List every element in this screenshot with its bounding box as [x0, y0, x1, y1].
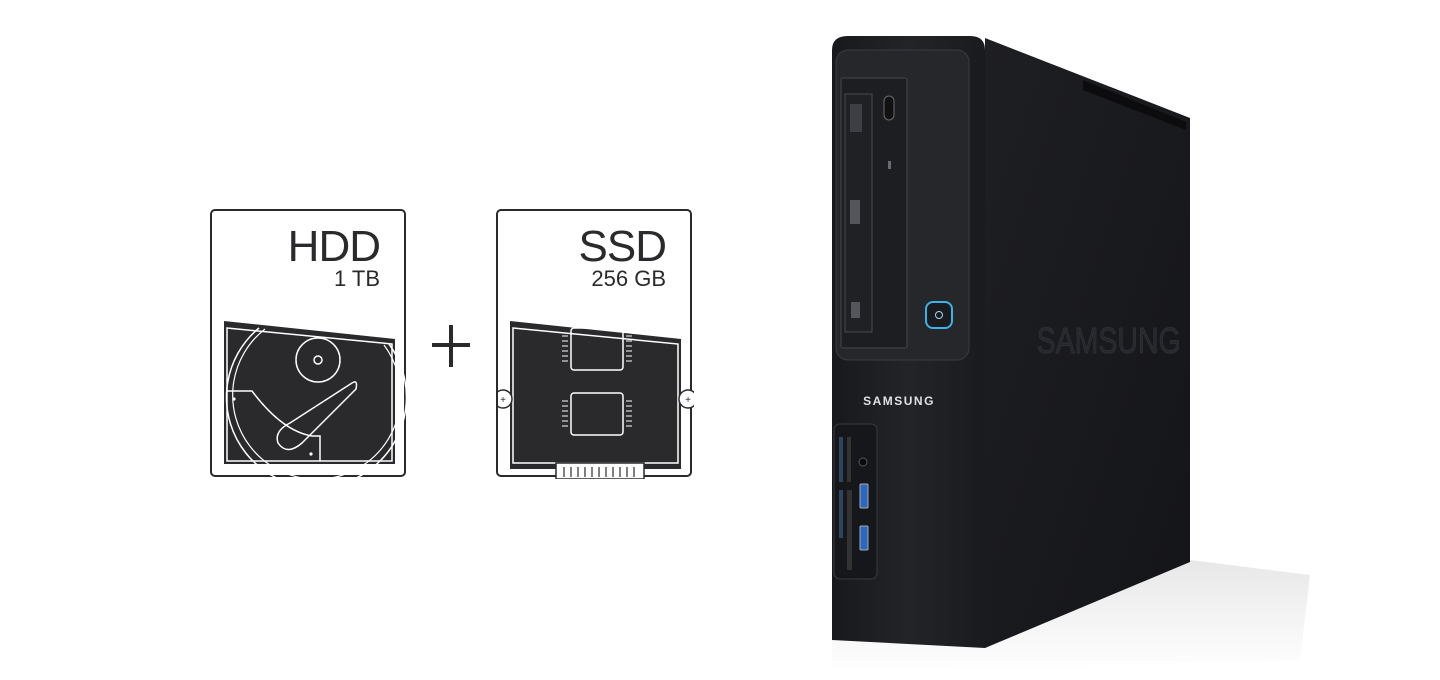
solid-state-drive-icon: + + [498, 321, 694, 479]
drive-type-label: SSD [578, 222, 667, 271]
drive-capacity-label: 256 GB [591, 266, 666, 291]
svg-text:+: + [685, 395, 691, 406]
drive-type-label: HDD [287, 222, 381, 271]
front-brand-logo: SAMSUNG [863, 394, 935, 408]
ssd-card: + + SSD 256 GB [496, 209, 694, 479]
plus-icon [432, 325, 470, 367]
side-brand-logo: SAMSUNG [1037, 321, 1181, 361]
power-button [925, 301, 953, 329]
hard-disk-drive-icon [224, 321, 408, 479]
drive-capacity-label: 1 TB [333, 266, 380, 291]
svg-text:+: + [500, 395, 506, 406]
hdd-card: HDD 1 TB [210, 209, 408, 479]
